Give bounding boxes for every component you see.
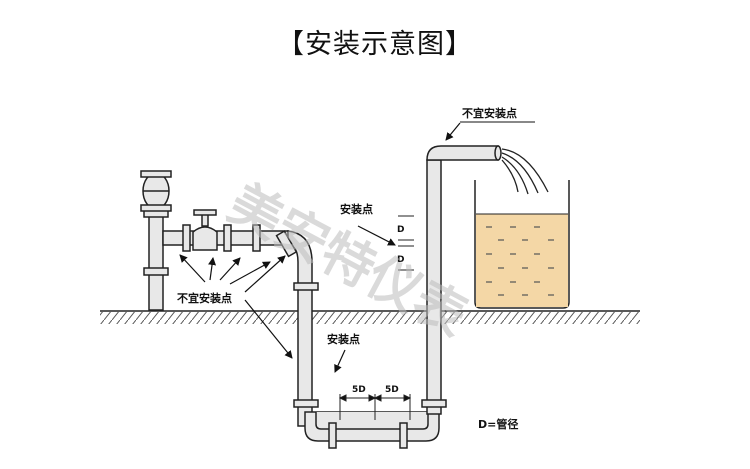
liquid-marks — [486, 226, 554, 296]
bottom-horizontal-pipe — [304, 411, 440, 449]
label-no-install-top: 不宜安装点 — [462, 106, 517, 120]
d-dimension-marks — [398, 215, 414, 271]
five-d-dimension — [338, 394, 412, 420]
label-no-install-left: 不宜安装点 — [177, 291, 232, 305]
upper-horizontal-pipe — [162, 209, 289, 252]
riser-pipe — [421, 145, 502, 415]
legend-pipe-diameter: D=管径 — [478, 417, 518, 431]
d-label-upper: D — [397, 225, 404, 235]
label-install-upper: 安装点 — [340, 202, 373, 216]
tank — [474, 180, 570, 309]
inlet-valve-assembly — [140, 170, 172, 311]
pointer-arrows — [179, 122, 461, 373]
page-title: 【安装示意图】 — [277, 29, 473, 60]
descending-pipe — [275, 230, 319, 427]
five-d-left-label: 5D — [352, 385, 366, 395]
outflow-stream — [501, 148, 549, 195]
label-install-lower: 安装点 — [327, 332, 360, 346]
five-d-right-label: 5D — [385, 385, 399, 395]
ground — [100, 310, 640, 324]
d-label-lower: D — [397, 255, 404, 265]
